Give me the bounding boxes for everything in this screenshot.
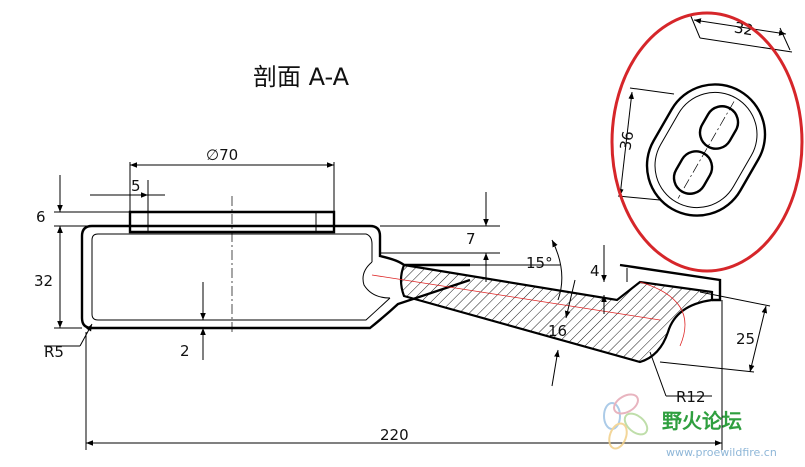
hatched-arm	[371, 263, 722, 364]
watermark-flower-icon	[603, 393, 649, 450]
dim-wall: 5	[131, 177, 141, 195]
dim-angle: 15°	[526, 254, 553, 272]
watermark: 野火论坛 www.proewildfire.cn	[603, 393, 777, 459]
dimensions: ∅70 5 6 32 2 R5 220 7	[34, 146, 771, 450]
highlight-ellipse	[610, 11, 804, 273]
dim-overall: 220	[380, 426, 409, 444]
dim-detail-length: 36	[616, 130, 637, 152]
dim-lip: 4	[590, 262, 600, 280]
section-title: 剖面 A-A	[253, 63, 350, 91]
dim-detail-width: 32	[733, 18, 755, 39]
watermark-name: 野火论坛	[662, 409, 742, 433]
dim-diameter: ∅70	[206, 146, 238, 164]
dim-radius-left: R5	[44, 343, 64, 361]
dim-arm: 16	[548, 322, 567, 340]
dim-left-height: 32	[34, 272, 53, 290]
dim-left-top: 6	[36, 208, 46, 226]
section-outline	[80, 210, 471, 330]
dim-radius-right: R12	[676, 388, 706, 406]
dim-step: 7	[466, 230, 476, 248]
dim-right-height: 25	[736, 330, 755, 348]
detail-view: 32 36	[616, 13, 793, 217]
dim-bottom: 2	[180, 342, 190, 360]
watermark-url: www.proewildfire.cn	[666, 446, 777, 459]
